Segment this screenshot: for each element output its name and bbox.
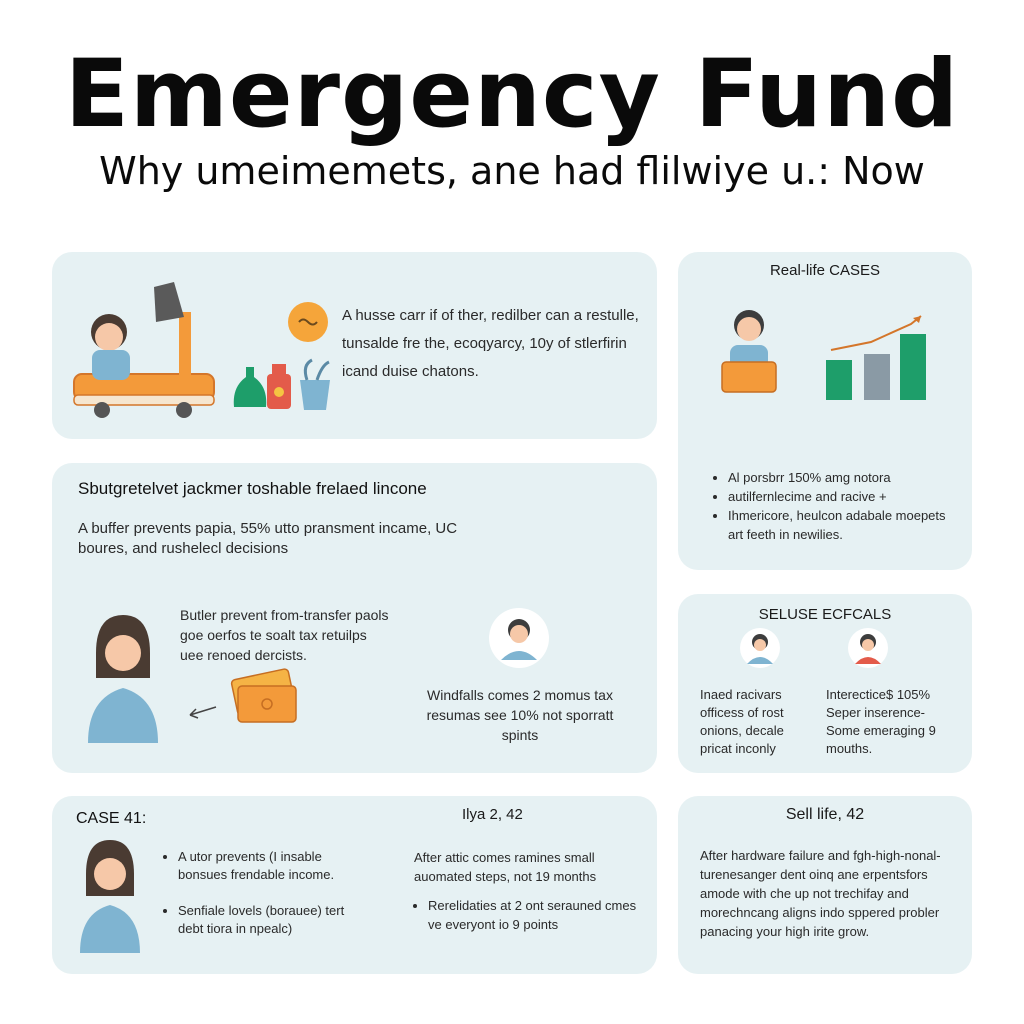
real-life-list: Al porsbrr 150% amg notora autilfernleci…: [714, 468, 964, 544]
man-avatar: [489, 608, 549, 668]
case-right-list: Rerelidaties at 2 ont serauned cmes ve e…: [414, 896, 639, 934]
growth-chart-icon: [826, 315, 926, 400]
seluse-card: SELUSE ECFCALS Inaed racivars officess o…: [678, 594, 972, 773]
seluse-left-text: Inaed racivars officess of rost onions, …: [700, 687, 784, 756]
case-bullet: A utor prevents (I insable bonsues frend…: [178, 848, 364, 884]
real-life-card: Real-life CASES Al porsbrr 150% amg noto…: [678, 252, 972, 570]
seluse-right-text: Interectice$ 105% Seper inserence- Some …: [826, 687, 936, 756]
sell-life-text: After hardware failure and fgh-high-nona…: [700, 848, 941, 939]
case-heading: CASE 41:: [76, 810, 147, 827]
bottles-icon: [233, 358, 330, 410]
case-list: A utor prevents (I insable bonsues frend…: [164, 848, 364, 938]
buffer-side-text: Butler prevent from-transfer paols goe o…: [180, 607, 389, 663]
windfall-text: Windfalls comes 2 momus tax resumas see …: [426, 687, 614, 743]
case-bullet: Senfiale lovels (borauee) tert debt tior…: [178, 902, 364, 938]
person-on-cart-illustration: [73, 282, 215, 418]
real-life-bullet: Al porsbrr 150% amg notora: [728, 468, 964, 487]
buffer-intro: A buffer prevents papia, 55% utto pransm…: [78, 520, 458, 557]
case-card: CASE 41: Ilya 2, 42 A utor prevents (I i…: [52, 796, 657, 974]
buffer-heading: Sbutgretelvet jackmer toshable frelaed l…: [78, 479, 427, 498]
page-subtitle: Why umeimemets, ane had flilwiye u.: Now: [99, 149, 925, 193]
real-life-bullet: Ihmericore, heulcon adabale moepets art …: [728, 506, 964, 544]
real-life-heading: Real-life CASES: [769, 262, 881, 279]
person-laptop-illustration: [721, 310, 777, 393]
sun-icon: [288, 302, 328, 342]
seluse-heading: SELUSE ECFCALS: [758, 606, 892, 623]
woman-illustration: [88, 615, 158, 743]
case-right-bullet: Rerelidaties at 2 ont serauned cmes ve e…: [428, 896, 639, 934]
intro-card: A husse carr if of ther, redilber can a …: [52, 252, 657, 439]
sell-life-card: Sell life, 42 After hardware failure and…: [678, 796, 972, 974]
man-avatar-right: [848, 628, 888, 668]
arrow-icon: [189, 706, 217, 719]
case-right-heading: Ilya 2, 42: [462, 806, 523, 823]
man-avatar-left: [740, 628, 780, 668]
real-life-bullet: autilfernlecime and racive +: [728, 487, 964, 506]
case-right-text: After attic comes ramines small auomated…: [414, 850, 597, 884]
page-title: Emergency Fund: [64, 40, 960, 149]
sell-life-heading: Sell life, 42: [785, 806, 865, 823]
cash-icon: [230, 668, 297, 723]
intro-text: A husse carr if of ther, redilber can a …: [342, 307, 639, 380]
buffer-card: Sbutgretelvet jackmer toshable frelaed l…: [52, 463, 657, 773]
woman-avatar: [80, 840, 140, 953]
